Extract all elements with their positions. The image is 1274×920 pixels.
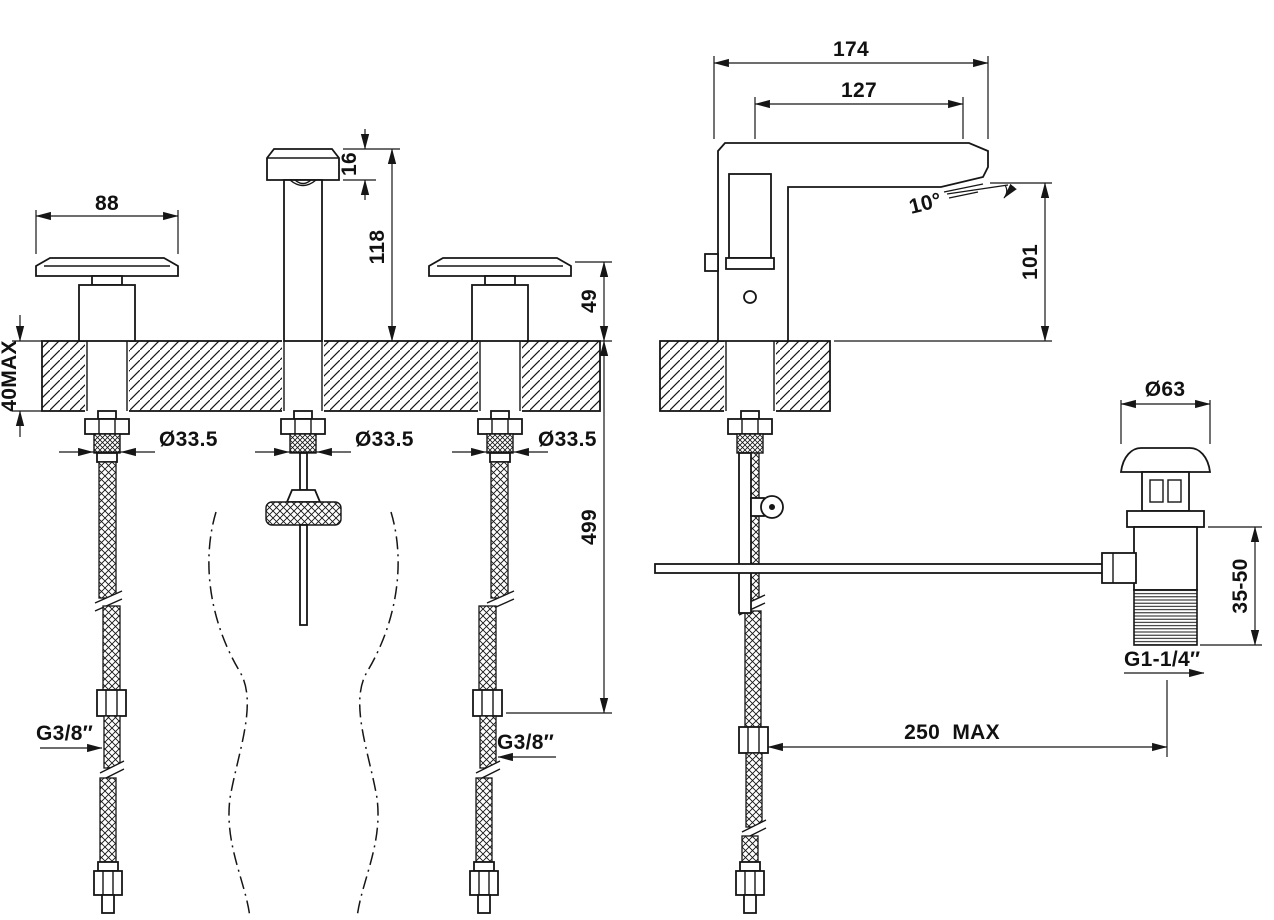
- dim-499-label: 499: [578, 509, 601, 545]
- right-handle: [428, 257, 572, 342]
- dim-118-label: 118: [366, 230, 389, 265]
- tailpiece-side: [727, 410, 773, 454]
- deck-side: [659, 339, 831, 413]
- dia-33-center-label: Ø33.5: [355, 428, 414, 451]
- set-screw: [743, 290, 757, 304]
- waste-thread-section: [1133, 589, 1198, 646]
- dim-16-label: 16: [338, 152, 361, 176]
- front-view: 88 16 118 49 499 40MAX Ø33: [0, 129, 612, 919]
- waste-cap: [1119, 447, 1212, 473]
- basin-outline: [208, 511, 399, 919]
- handle-side: [728, 173, 772, 259]
- drain-assembly: [1101, 447, 1212, 646]
- popup-rod-side: [654, 452, 1109, 614]
- dia-63-label: Ø63: [1145, 378, 1186, 401]
- dim-127-label: 127: [841, 79, 877, 102]
- side-view: 174 127 10° 101 Ø63 35-50 G1-1/4″: [654, 38, 1262, 914]
- dim-250max-label: 250 MAX: [904, 721, 1000, 744]
- tailpiece-right: [477, 410, 523, 463]
- dia-33-right-label: Ø33.5: [538, 428, 597, 451]
- right-supply-hose: [469, 461, 515, 914]
- dim-40max-label: 40MAX: [0, 340, 21, 412]
- dim-101-label: 101: [1019, 244, 1042, 280]
- dim-49-label: 49: [578, 289, 601, 313]
- deck-front: [41, 339, 601, 413]
- tailpiece-left: [84, 410, 130, 463]
- dimensions-side: 174 127 10° 101 Ø63 35-50 G1-1/4″: [713, 38, 1262, 757]
- faucet-side: [704, 142, 1017, 342]
- aerator-front: [289, 179, 317, 187]
- dia-33-left-label: Ø33.5: [159, 428, 218, 451]
- tailpiece-center: [280, 410, 326, 454]
- angle-10-label: 10°: [907, 189, 944, 219]
- spout-front: [266, 148, 340, 342]
- left-handle: [35, 257, 179, 342]
- left-supply-hose: [93, 461, 127, 914]
- dim-174-label: 174: [833, 38, 869, 61]
- thread-g114-label: G1-1/4″: [1124, 648, 1200, 671]
- thread-g38-left-label: G3/8″: [36, 722, 93, 745]
- dimensions-front: 88 16 118 49 499 40MAX Ø33: [0, 129, 612, 762]
- thread-g38-right-label: G3/8″: [497, 731, 554, 754]
- rod-clamp: [1101, 552, 1137, 584]
- horizontal-rod: [654, 563, 1109, 574]
- popup-rod-front: [265, 452, 342, 626]
- dim-35-50-label: 35-50: [1229, 558, 1252, 613]
- dim-88-label: 88: [95, 192, 119, 215]
- aerator-side: [943, 183, 984, 199]
